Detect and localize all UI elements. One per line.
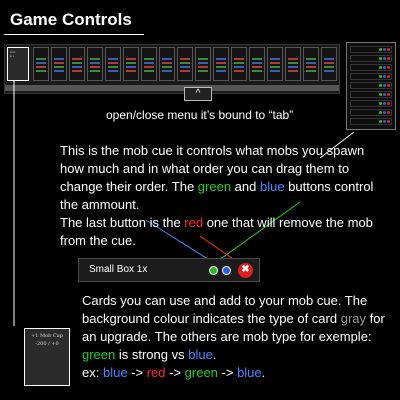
mob-cue-panel-row[interactable] bbox=[350, 118, 392, 125]
cue-row-dot bbox=[383, 102, 386, 105]
cue-row-dot bbox=[379, 75, 382, 78]
mob-card-thumb[interactable] bbox=[231, 47, 247, 81]
mob-card-thumb[interactable] bbox=[33, 47, 49, 81]
cue-row-dot bbox=[387, 48, 390, 51]
cue-row-dot bbox=[383, 57, 386, 60]
mob-cue-panel-row[interactable] bbox=[350, 64, 392, 71]
cue-row-dot bbox=[379, 120, 382, 123]
card-thumb-bars bbox=[90, 58, 100, 76]
cue-row-dot bbox=[387, 84, 390, 87]
mob-card-thumb[interactable] bbox=[321, 47, 337, 81]
mob-cue-panel-row[interactable] bbox=[350, 55, 392, 62]
mob-cue-panel-row[interactable] bbox=[350, 46, 392, 53]
card-thumb-bars bbox=[270, 58, 280, 76]
mob-card-thumb[interactable] bbox=[267, 47, 283, 81]
card-thumb-bars bbox=[162, 58, 172, 76]
mob-cue-description: This is the mob cue it controls what mob… bbox=[60, 143, 374, 248]
mob-cue-panel-row[interactable] bbox=[350, 100, 392, 107]
mob-card-thumb[interactable] bbox=[177, 47, 193, 81]
card-thumb-text: ▪▪▪▪▪▪▪ ▪ bbox=[10, 50, 16, 58]
cue-row-dot bbox=[387, 111, 390, 114]
cue-row-dot bbox=[379, 48, 382, 51]
strip-scrollbar[interactable] bbox=[5, 85, 339, 91]
mob-card-thumb[interactable] bbox=[195, 47, 211, 81]
cue-row-dot bbox=[379, 66, 382, 69]
card-thumb-bars bbox=[108, 58, 118, 76]
cue-row-dot bbox=[387, 57, 390, 60]
cue-row-dot bbox=[379, 84, 382, 87]
mob-card-thumb[interactable] bbox=[213, 47, 229, 81]
cue-row-dot bbox=[379, 57, 382, 60]
mob-card-thumb[interactable] bbox=[105, 47, 121, 81]
card-thumb-bars bbox=[126, 58, 136, 76]
mob-card-thumb[interactable] bbox=[123, 47, 139, 81]
mob-card-thumb[interactable] bbox=[87, 47, 103, 81]
card-thumb-bars bbox=[180, 58, 190, 76]
card-thumb-bars bbox=[36, 58, 46, 76]
cue-row-dot bbox=[383, 66, 386, 69]
menu-toggle-button[interactable]: ^ bbox=[184, 87, 212, 101]
cue-row-dot bbox=[383, 111, 386, 114]
card-thumb-bars bbox=[306, 58, 316, 76]
mob-card-thumb[interactable] bbox=[303, 47, 319, 81]
mob-cue-panel-row[interactable] bbox=[350, 73, 392, 80]
card-thumb-bars bbox=[72, 58, 82, 76]
cue-row-dot bbox=[383, 120, 386, 123]
card-thumb-bars bbox=[198, 58, 208, 76]
cue-row-dot bbox=[383, 48, 386, 51]
card-thumb-bars bbox=[54, 58, 64, 76]
cue-row-dot bbox=[387, 66, 390, 69]
increase-amount-button[interactable] bbox=[209, 266, 218, 275]
decrease-amount-button[interactable] bbox=[222, 266, 231, 275]
card-title: +1 Mob Cap bbox=[31, 333, 63, 339]
cue-row-dot bbox=[383, 75, 386, 78]
cue-row-dot bbox=[387, 120, 390, 123]
card-cost: -200 / +0 bbox=[35, 341, 59, 347]
mob-card-thumb[interactable] bbox=[51, 47, 67, 81]
mob-cue-item-name: Small Box 1x bbox=[89, 264, 148, 275]
mob-card-thumb[interactable] bbox=[141, 47, 157, 81]
upgrade-card[interactable]: +1 Mob Cap -200 / +0 bbox=[24, 328, 70, 386]
cards-description: Cards you can use and add to your mob cu… bbox=[82, 293, 385, 380]
card-thumb-bars bbox=[324, 58, 334, 76]
mob-cue-panel-row[interactable] bbox=[350, 91, 392, 98]
mob-cue-item[interactable]: Small Box 1x ✖ bbox=[78, 258, 260, 282]
card-thumb-bars bbox=[234, 58, 244, 76]
mob-card-thumb[interactable] bbox=[69, 47, 85, 81]
cue-row-dot bbox=[387, 75, 390, 78]
menu-toggle-label: open/close menu it’s bound to “tab” bbox=[106, 108, 294, 122]
card-thumb-bars bbox=[288, 58, 298, 76]
cue-row-dot bbox=[387, 102, 390, 105]
mob-cue-panel bbox=[346, 42, 396, 130]
remove-mob-button[interactable]: ✖ bbox=[238, 263, 253, 278]
card-thumb-bars bbox=[252, 58, 262, 76]
cue-row-dot bbox=[383, 84, 386, 87]
card-thumb-bars bbox=[216, 58, 226, 76]
mob-cue-panel-row[interactable] bbox=[350, 109, 392, 116]
mob-cue-panel-row[interactable] bbox=[350, 82, 392, 89]
cue-row-dot bbox=[379, 102, 382, 105]
card-strip: ▪▪▪▪▪▪▪ ▪ bbox=[4, 44, 340, 94]
cue-row-dot bbox=[383, 93, 386, 96]
mob-card-thumb[interactable] bbox=[249, 47, 265, 81]
cue-row-dot bbox=[387, 93, 390, 96]
page-title: Game Controls bbox=[10, 10, 132, 29]
cue-row-dot bbox=[379, 93, 382, 96]
mob-card-thumb[interactable] bbox=[285, 47, 301, 81]
mob-card-thumb[interactable] bbox=[159, 47, 175, 81]
title-divider bbox=[4, 34, 144, 35]
upgrade-card-thumb[interactable]: ▪▪▪▪▪▪▪ ▪ bbox=[7, 47, 29, 81]
cue-row-dot bbox=[379, 111, 382, 114]
card-thumb-bars bbox=[144, 58, 154, 76]
